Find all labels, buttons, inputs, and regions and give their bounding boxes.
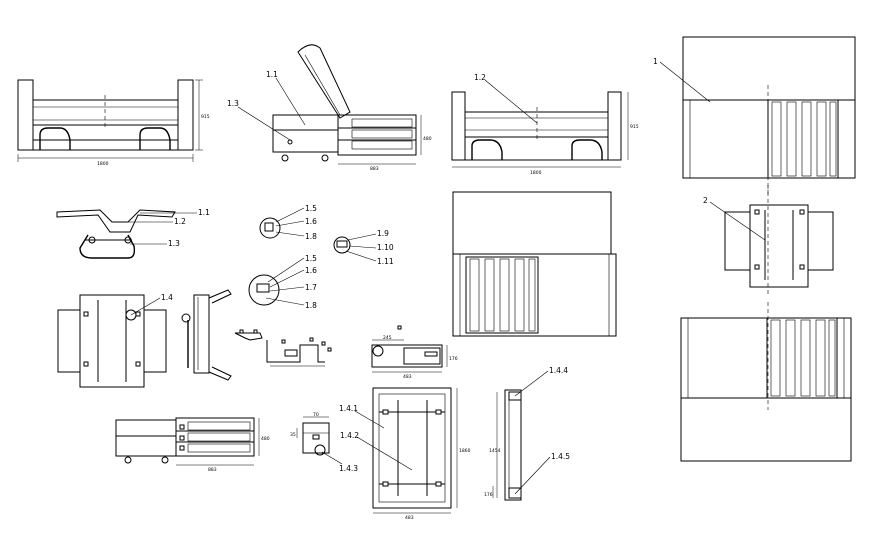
callout-1-right: 1	[653, 57, 658, 66]
callout-1-3-top: 1.3	[227, 99, 239, 108]
seat-frame-small: 245 483 176	[371, 325, 458, 380]
dim-height-b: 480	[423, 136, 432, 142]
dim-176-b: 176	[484, 492, 493, 498]
hinge-detail-1-9: 1.9 1.10 1.11	[333, 229, 394, 266]
seat-unit-elevation: 883 480	[115, 417, 270, 473]
dim-483: 483	[403, 374, 412, 380]
mechanism-parts-small	[234, 329, 332, 367]
dim-70: 70	[313, 412, 319, 418]
callout-1-3-mech: 1.3	[168, 239, 180, 248]
dim-depth-b: 883	[370, 166, 379, 172]
sofa-plan-detail-2: 2	[703, 185, 834, 295]
dim-35: 35	[290, 432, 296, 438]
bracket-detail: 70 35 1.4.3	[290, 412, 358, 473]
callout-1-4: 1.4	[161, 293, 173, 302]
callout-1-4-1: 1.4.1	[339, 404, 358, 413]
seat-frame-plan: 483 1860 1.4.1 1.4.2	[339, 387, 471, 521]
callout-1-9: 1.9	[377, 229, 389, 238]
dim-1454: 1454	[489, 448, 501, 454]
sofa-plan-middle	[452, 191, 617, 337]
callout-1-2-top: 1.2	[474, 73, 486, 82]
dim-1860: 1860	[459, 448, 471, 454]
dim-width-c: 1800	[530, 170, 542, 176]
dim-883-b: 883	[208, 467, 217, 473]
hinge-detail-upper: 1.5 1.6 1.8	[259, 204, 317, 241]
sofa-front-elevation-c: 1800 915 1.2	[451, 73, 639, 176]
dim-483-b: 483	[405, 515, 414, 521]
callout-1-4-4: 1.4.4	[549, 366, 568, 375]
sofa-plan-bottom-right	[680, 302, 852, 462]
callout-1-4-5: 1.4.5	[551, 452, 570, 461]
dim-245: 245	[383, 335, 392, 341]
callout-1-4-2: 1.4.2	[340, 431, 359, 440]
side-rail-elevation: 1454 176 1.4.4 1.4.5	[484, 366, 570, 501]
sofa-front-elevation-a: 1800 915	[17, 79, 210, 167]
dim-width-a: 1800	[97, 161, 109, 167]
callout-1-8-lower: 1.8	[305, 301, 317, 310]
seat-unit-side	[181, 289, 232, 381]
dim-480-b: 480	[261, 436, 270, 442]
dim-176: 176	[449, 356, 458, 362]
callout-1-11: 1.11	[377, 257, 394, 266]
mechanism-detail-1: 1.1 1.2 1.3	[56, 208, 210, 259]
sofa-side-section: 883 480 1.1 1.3	[227, 44, 432, 172]
callout-1-1-top: 1.1	[266, 70, 278, 79]
callout-1-4-3: 1.4.3	[339, 464, 358, 473]
hinge-detail-lower: 1.5 1.6 1.7 1.8	[248, 254, 317, 310]
callout-1-6-upper: 1.6	[305, 217, 317, 226]
callout-1-5-upper: 1.5	[305, 204, 317, 213]
callout-1-8-upper: 1.8	[305, 232, 317, 241]
callout-1-1-mech: 1.1	[198, 208, 210, 217]
seat-unit-plan: 1.4	[57, 293, 173, 388]
dim-height-a: 915	[201, 114, 210, 120]
callout-1-10: 1.10	[377, 243, 394, 252]
callout-1-7: 1.7	[305, 283, 317, 292]
dim-height-c: 915	[630, 124, 639, 130]
callout-1-6-lower: 1.6	[305, 266, 317, 275]
sofa-plan-top-right: 1	[653, 36, 856, 195]
callout-1-5-lower: 1.5	[305, 254, 317, 263]
callout-2: 2	[703, 196, 708, 205]
callout-1-2-mech: 1.2	[174, 217, 186, 226]
